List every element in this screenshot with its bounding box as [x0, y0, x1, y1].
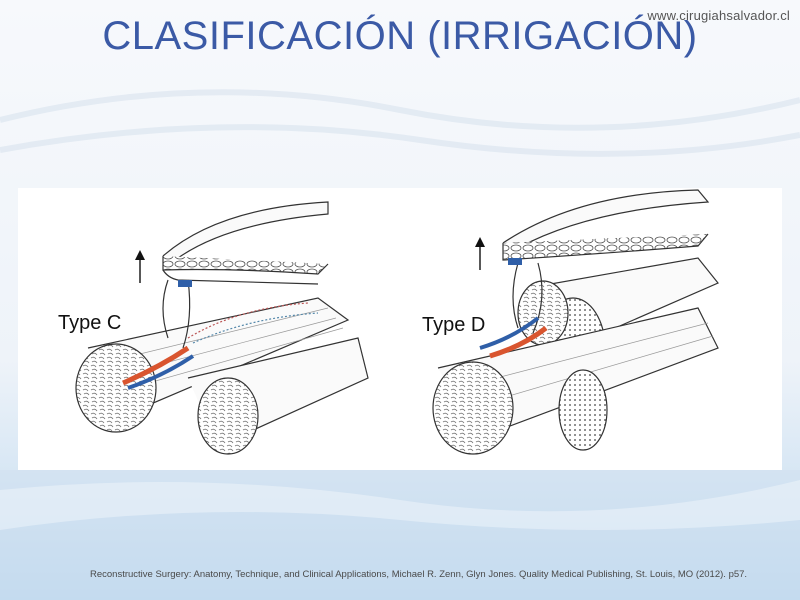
type-d-diagram [432, 189, 719, 455]
anatomy-figure: Type C Type D [18, 188, 782, 470]
slide-title: CLASIFICACIÓN (IRRIGACIÓN) [102, 14, 698, 58]
type-c-label: Type C [58, 312, 122, 334]
type-d-label: Type D [422, 314, 486, 336]
website-url: www.cirugiahsalvador.cl [647, 8, 790, 23]
reference-citation: Reconstructive Surgery: Anatomy, Techniq… [90, 569, 748, 580]
anatomy-illustration [75, 189, 719, 455]
type-c-diagram [75, 201, 369, 455]
